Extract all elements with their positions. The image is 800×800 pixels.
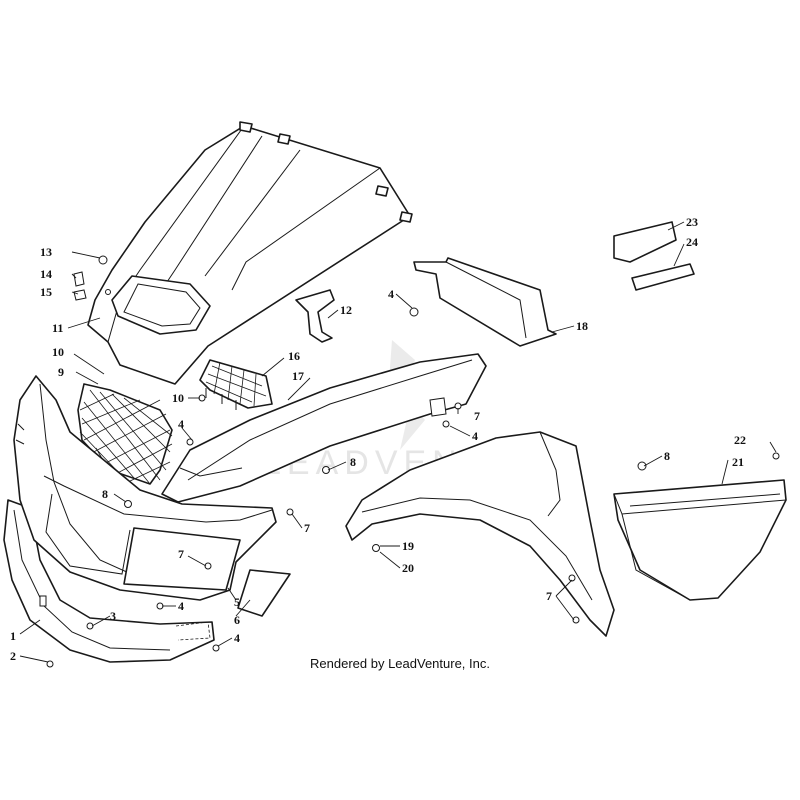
callout-6: 6 [234,613,240,627]
callout-12: 12 [340,303,352,317]
callout-labels: 1 2 3 4 4 4 4 4 5 6 7 7 7 7 8 8 8 9 10 1… [10,215,746,663]
front-fascia [13,375,277,601]
callout-8: 8 [350,455,356,469]
left-side-panel [161,353,487,503]
callout-22: 22 [734,433,746,447]
callout-7: 7 [546,589,552,603]
callout-4: 4 [234,631,240,645]
hood [87,121,413,385]
callout-4: 4 [178,417,184,431]
callout-4: 4 [178,599,184,613]
callout-24: 24 [686,235,698,249]
callout-9: 9 [58,365,64,379]
decal-parts [613,221,695,291]
callout-23: 23 [686,215,698,229]
hood-support-bracket [295,289,335,343]
callout-7: 7 [474,409,480,423]
right-side-panel [345,431,615,637]
hood-fasteners [73,255,111,301]
callout-15: 15 [40,285,52,299]
callout-14: 14 [40,267,52,281]
callout-4: 4 [472,429,478,443]
callout-3: 3 [110,609,116,623]
callout-8: 8 [664,449,670,463]
mounting-bracket-panel [409,257,557,347]
callout-8: 8 [102,487,108,501]
callout-13: 13 [40,245,52,259]
callout-5: 5 [234,595,240,609]
callout-16: 16 [288,349,300,363]
callout-7: 7 [304,521,310,535]
callout-17: 17 [292,369,304,383]
footer-credit: Rendered by LeadVenture, Inc. [310,656,490,671]
lower-bumper [3,499,215,663]
callout-21: 21 [732,455,744,469]
callout-18: 18 [576,319,588,333]
callout-11: 11 [52,321,63,335]
callout-19: 19 [402,539,414,553]
callout-1: 1 [10,629,16,643]
callout-20: 20 [402,561,414,575]
callout-10: 10 [52,345,64,359]
callout-7: 7 [178,547,184,561]
callout-10: 10 [172,391,184,405]
storage-box-panel [613,452,787,601]
leader-lines [19,221,777,663]
side-trim-piece [237,569,291,617]
callout-2: 2 [10,649,16,663]
grille-insert [199,359,273,410]
callout-4: 4 [388,287,394,301]
